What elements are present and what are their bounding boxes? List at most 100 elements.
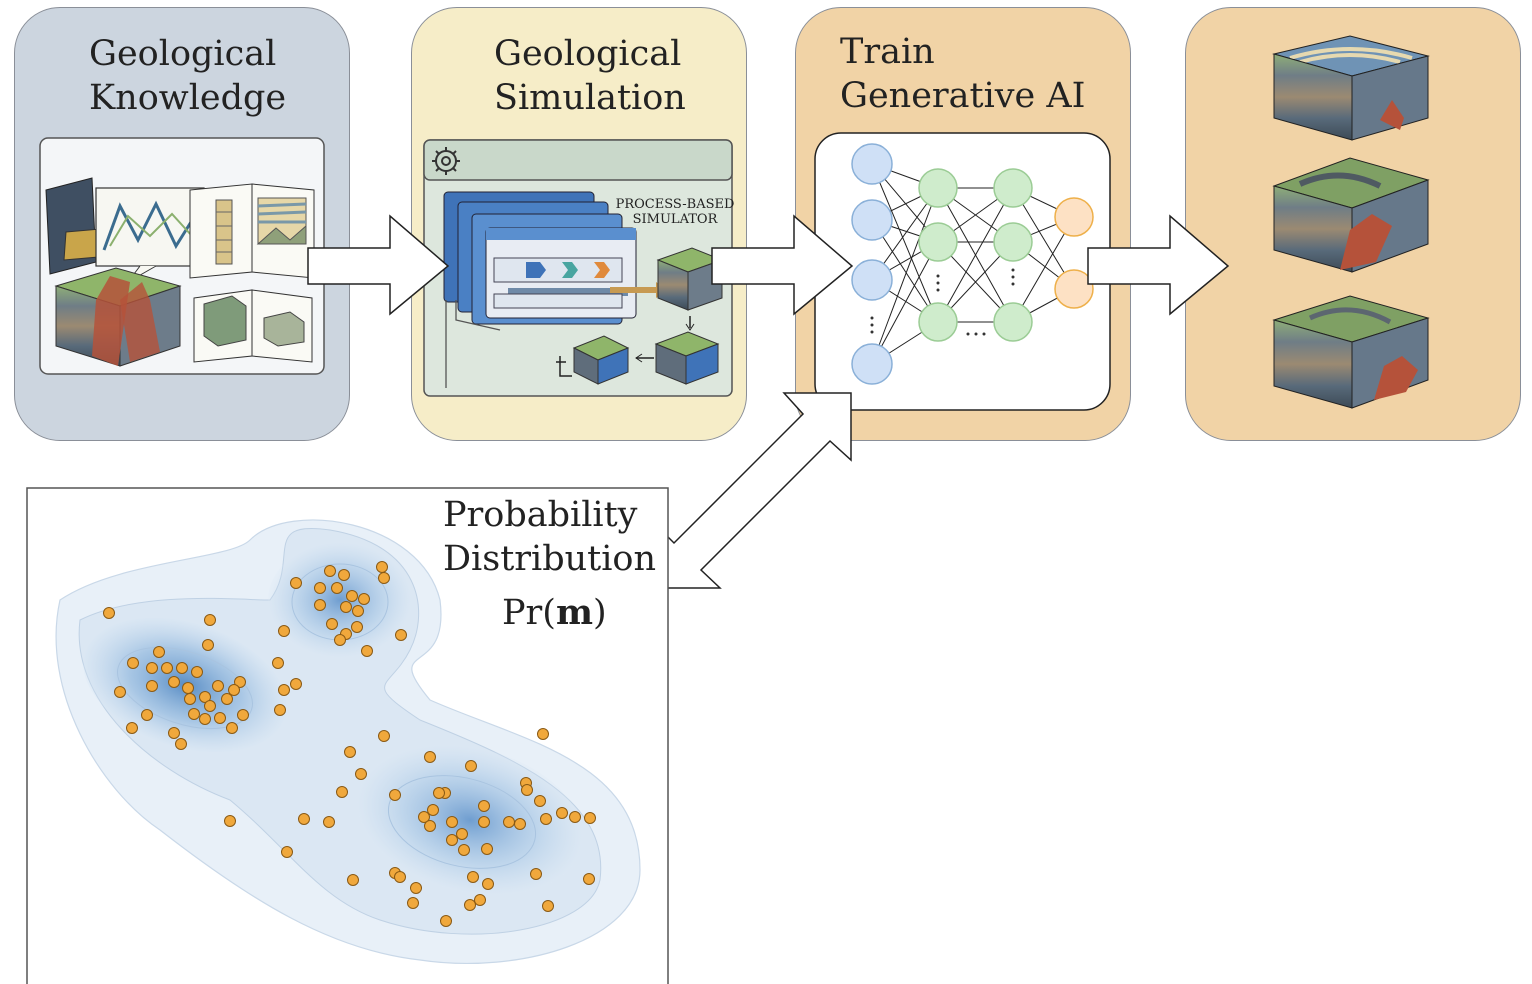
sample-point bbox=[281, 846, 293, 858]
sample-point bbox=[224, 815, 236, 827]
sample-point bbox=[290, 577, 302, 589]
panel-title-line2: Knowledge bbox=[89, 78, 287, 118]
simulator-label-line2: SIMULATOR bbox=[633, 212, 719, 227]
sample-point bbox=[153, 646, 165, 658]
sample-point bbox=[202, 639, 214, 651]
distribution-title-line2: Distribution bbox=[443, 539, 656, 579]
sample-point bbox=[314, 582, 326, 594]
simulator-label-line1: PROCESS-BASED bbox=[616, 197, 735, 212]
sample-point bbox=[514, 818, 526, 830]
sample-point bbox=[344, 746, 356, 758]
sample-point bbox=[482, 878, 494, 890]
sample-point bbox=[465, 760, 477, 772]
sample-point bbox=[569, 811, 581, 823]
sample-point bbox=[278, 625, 290, 637]
sample-point bbox=[214, 712, 226, 724]
sample-point bbox=[199, 691, 211, 703]
sample-point bbox=[191, 666, 203, 678]
sample-point bbox=[446, 834, 458, 846]
generated-block-1 bbox=[1272, 35, 1430, 141]
sample-point bbox=[478, 800, 490, 812]
generated-block-2 bbox=[1272, 157, 1430, 273]
sample-point bbox=[361, 645, 373, 657]
sample-point bbox=[176, 662, 188, 674]
formula-prefix: Pr( bbox=[502, 593, 556, 633]
sample-point bbox=[314, 599, 326, 611]
sample-point bbox=[440, 915, 452, 927]
sample-point bbox=[446, 816, 458, 828]
sample-point bbox=[583, 873, 595, 885]
sample-point bbox=[334, 634, 346, 646]
panel-title-line1: Geological bbox=[89, 34, 277, 74]
panel-title-line1: Geological bbox=[494, 34, 682, 74]
sample-point bbox=[378, 730, 390, 742]
sample-point bbox=[331, 582, 343, 594]
sample-point bbox=[127, 657, 139, 669]
panel-title-line2: Simulation bbox=[494, 78, 686, 118]
sample-point bbox=[521, 784, 533, 796]
sample-point bbox=[540, 813, 552, 825]
sample-point bbox=[407, 897, 419, 909]
sample-point bbox=[103, 607, 115, 619]
sample-point bbox=[347, 874, 359, 886]
sample-point bbox=[228, 684, 240, 696]
sample-point bbox=[427, 804, 439, 816]
sample-point bbox=[237, 709, 249, 721]
simulation-illustration: PROCESS-BASED SIMULATOR bbox=[423, 139, 735, 397]
sample-point bbox=[355, 768, 367, 780]
sample-point bbox=[424, 751, 436, 763]
distribution-title-line1: Probability bbox=[443, 495, 638, 535]
sample-point bbox=[199, 713, 211, 725]
sample-point bbox=[146, 680, 158, 692]
distribution-formula: Pr(m) bbox=[502, 592, 607, 633]
sample-point bbox=[530, 868, 542, 880]
sample-point bbox=[418, 811, 430, 823]
sample-point bbox=[204, 614, 216, 626]
sample-point bbox=[221, 693, 233, 705]
sample-point bbox=[324, 565, 336, 577]
sample-point bbox=[481, 843, 493, 855]
knowledge-illustration bbox=[39, 137, 325, 375]
sample-point bbox=[290, 678, 302, 690]
sample-point bbox=[351, 621, 363, 633]
sample-point bbox=[433, 787, 445, 799]
sample-point bbox=[168, 727, 180, 739]
sample-point bbox=[478, 816, 490, 828]
neural-network-icon bbox=[814, 132, 1111, 411]
sample-point bbox=[394, 871, 406, 883]
sample-point bbox=[537, 728, 549, 740]
sample-point bbox=[410, 882, 422, 894]
formula-variable: m bbox=[556, 592, 593, 633]
sample-point bbox=[424, 820, 436, 832]
sample-point bbox=[326, 618, 338, 630]
flow-arrows bbox=[307, 214, 1230, 589]
arrow-simulation-to-ai bbox=[711, 214, 854, 316]
sample-point bbox=[542, 900, 554, 912]
sample-point bbox=[458, 844, 470, 856]
panel-title-line2: Generative AI bbox=[840, 76, 1086, 116]
sample-point bbox=[338, 569, 350, 581]
sample-point bbox=[323, 816, 335, 828]
sample-point bbox=[467, 871, 479, 883]
block-diagram-icon bbox=[54, 267, 182, 367]
sample-points bbox=[103, 561, 596, 927]
gear-icon bbox=[432, 147, 460, 175]
sample-point bbox=[556, 807, 568, 819]
sample-point bbox=[114, 686, 126, 698]
sample-point bbox=[336, 786, 348, 798]
arrow-knowledge-to-simulation bbox=[307, 214, 450, 316]
sample-point bbox=[274, 704, 286, 716]
sample-point bbox=[456, 828, 468, 840]
sample-point bbox=[141, 709, 153, 721]
sample-point bbox=[346, 590, 358, 602]
sample-point bbox=[340, 601, 352, 613]
sample-point bbox=[298, 813, 310, 825]
sample-point bbox=[389, 789, 401, 801]
arrow-ai-to-models bbox=[1087, 214, 1230, 316]
sample-point bbox=[146, 662, 158, 674]
sample-point bbox=[226, 722, 238, 734]
sample-point bbox=[352, 605, 364, 617]
generated-model-blocks bbox=[1272, 35, 1430, 409]
